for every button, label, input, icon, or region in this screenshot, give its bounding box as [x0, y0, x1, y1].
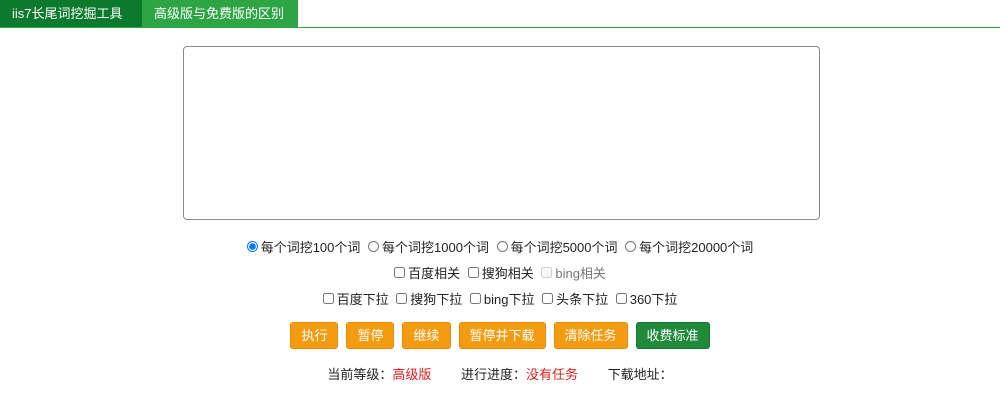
execute-button[interactable]: 执行 — [290, 322, 339, 349]
dropdown-sogou[interactable]: 搜狗下拉 — [396, 289, 462, 308]
dropdown-toutiao-checkbox[interactable] — [542, 293, 554, 304]
related-baidu-checkbox[interactable] — [394, 267, 406, 278]
related-bing-checkbox — [541, 267, 553, 278]
dropdown-360[interactable]: 360下拉 — [615, 289, 678, 308]
download-status: 下载地址： — [608, 367, 673, 382]
dig-radio-5000[interactable] — [496, 241, 508, 252]
related-sogou-label: 搜狗相关 — [481, 266, 534, 281]
keyword-textarea[interactable] — [183, 46, 820, 220]
level-value: 高级版 — [392, 367, 432, 382]
tab-longtail-tool[interactable]: iis7长尾词挖掘工具 — [0, 0, 142, 27]
pause-button[interactable]: 暂停 — [346, 322, 395, 349]
continue-button[interactable]: 继续 — [402, 322, 451, 349]
clear-task-button[interactable]: 清除任务 — [553, 322, 628, 349]
dropdown-bing[interactable]: bing下拉 — [469, 289, 535, 308]
related-baidu[interactable]: 百度相关 — [394, 263, 460, 282]
dig-radio-100[interactable] — [246, 241, 258, 252]
related-bing: bing相关 — [541, 263, 606, 282]
dig-radio-1000[interactable] — [368, 241, 380, 252]
action-buttons: 执行 暂停 继续 暂停并下载 清除任务 收费标准 — [0, 322, 1000, 349]
level-status: 当前等级：高级版 — [327, 367, 431, 382]
dropdown-sogou-label: 搜狗下拉 — [410, 292, 463, 307]
dropdown-baidu[interactable]: 百度下拉 — [322, 289, 389, 308]
related-sogou-checkbox[interactable] — [467, 267, 479, 278]
pause-download-button[interactable]: 暂停并下载 — [458, 322, 546, 349]
status-bar: 当前等级：高级版 进行进度：没有任务 下载地址： — [0, 364, 1000, 383]
dig-label-20000: 每个词挖20000个词 — [639, 240, 754, 255]
dig-label-5000: 每个词挖5000个词 — [510, 240, 618, 255]
dropdown-baidu-checkbox[interactable] — [322, 293, 334, 304]
related-sogou[interactable]: 搜狗相关 — [467, 263, 534, 282]
download-label: 下载地址： — [607, 367, 673, 382]
dig-option-5000[interactable]: 每个词挖5000个词 — [496, 237, 618, 256]
dig-radio-20000[interactable] — [625, 241, 637, 252]
dig-label-1000: 每个词挖1000个词 — [382, 240, 489, 255]
tab-bar: iis7长尾词挖掘工具 高级版与免费版的区别 — [0, 0, 1000, 28]
dropdown-baidu-label: 百度下拉 — [336, 292, 389, 307]
dropdown-options: 百度下拉 搜狗下拉 bing下拉 头条下拉 360下拉 — [0, 289, 1000, 308]
tab-version-difference[interactable]: 高级版与免费版的区别 — [142, 0, 298, 27]
dropdown-bing-label: bing下拉 — [483, 292, 535, 307]
dig-label-100: 每个词挖100个词 — [260, 240, 361, 255]
related-options: 百度相关 搜狗相关 bing相关 — [0, 263, 1000, 282]
dig-option-20000[interactable]: 每个词挖20000个词 — [625, 237, 753, 256]
dig-count-options: 每个词挖100个词 每个词挖1000个词 每个词挖5000个词 每个词挖2000… — [0, 237, 1000, 256]
related-baidu-label: 百度相关 — [408, 266, 461, 281]
progress-status: 进行进度：没有任务 — [461, 367, 578, 382]
dropdown-toutiao[interactable]: 头条下拉 — [542, 289, 608, 308]
progress-label: 进行进度： — [460, 367, 526, 382]
dropdown-sogou-checkbox[interactable] — [396, 293, 408, 304]
dig-option-1000[interactable]: 每个词挖1000个词 — [368, 237, 489, 256]
dropdown-bing-checkbox[interactable] — [469, 293, 481, 304]
dropdown-toutiao-label: 头条下拉 — [556, 292, 609, 307]
dig-option-100[interactable]: 每个词挖100个词 — [246, 237, 361, 256]
level-label: 当前等级： — [327, 367, 393, 382]
dropdown-360-label: 360下拉 — [629, 292, 678, 307]
dropdown-360-checkbox[interactable] — [615, 293, 627, 304]
keyword-input-area — [183, 46, 820, 220]
pricing-button[interactable]: 收费标准 — [635, 322, 710, 349]
related-bing-label: bing相关 — [555, 266, 606, 281]
progress-value: 没有任务 — [526, 367, 579, 382]
